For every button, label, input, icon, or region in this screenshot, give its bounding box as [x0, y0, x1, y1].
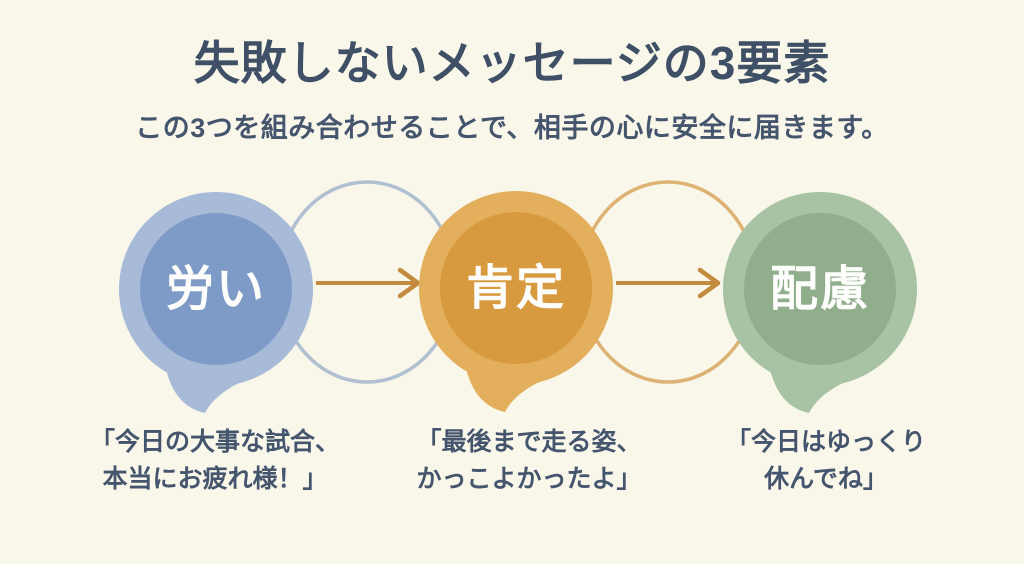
bubble-inner-circle: [440, 212, 592, 364]
subtitle: この3つを組み合わせることで、相手の心に安全に届きます。: [135, 113, 889, 143]
bubble-tail: [466, 368, 548, 412]
quote-kotei: 「最後まで走る姿、 かっこよかったよ」: [369, 424, 689, 498]
quote-line-2: 本当にお疲れ様！」: [102, 465, 328, 493]
quote-line-2: かっこよかったよ」: [416, 465, 642, 493]
bubble-tail: [166, 369, 248, 413]
bubble-inner-circle: [140, 213, 292, 365]
bubble-label: 配慮: [770, 263, 870, 316]
quote-negirai: 「今日の大事な試合、 本当にお疲れ様！」: [55, 424, 375, 498]
page-title: 失敗しないメッセージの3要素: [193, 37, 831, 89]
speech-bubble-kotei: 肯定: [419, 191, 613, 412]
quote-line-1: 「今日はゆっくり: [725, 428, 926, 456]
quote-hairyo: 「今日はゆっくり 休んでね」: [666, 424, 986, 498]
quote-line-1: 「今日の大事な試合、: [89, 428, 340, 456]
bubble-label: 労い: [166, 263, 266, 316]
flow-arrow-1-head: [397, 267, 421, 299]
quote-line-2: 休んでね」: [764, 465, 888, 493]
bubble-tail: [770, 369, 852, 413]
speech-bubble-hairyo: 配慮: [723, 192, 917, 413]
quote-line-1: 「最後まで走る姿、: [416, 428, 642, 456]
bubble-label: 肯定: [466, 262, 566, 315]
bubble-inner-circle: [744, 213, 896, 365]
flow-arrow-2-head: [697, 267, 721, 299]
speech-bubble-negirai: 労い: [119, 192, 313, 413]
